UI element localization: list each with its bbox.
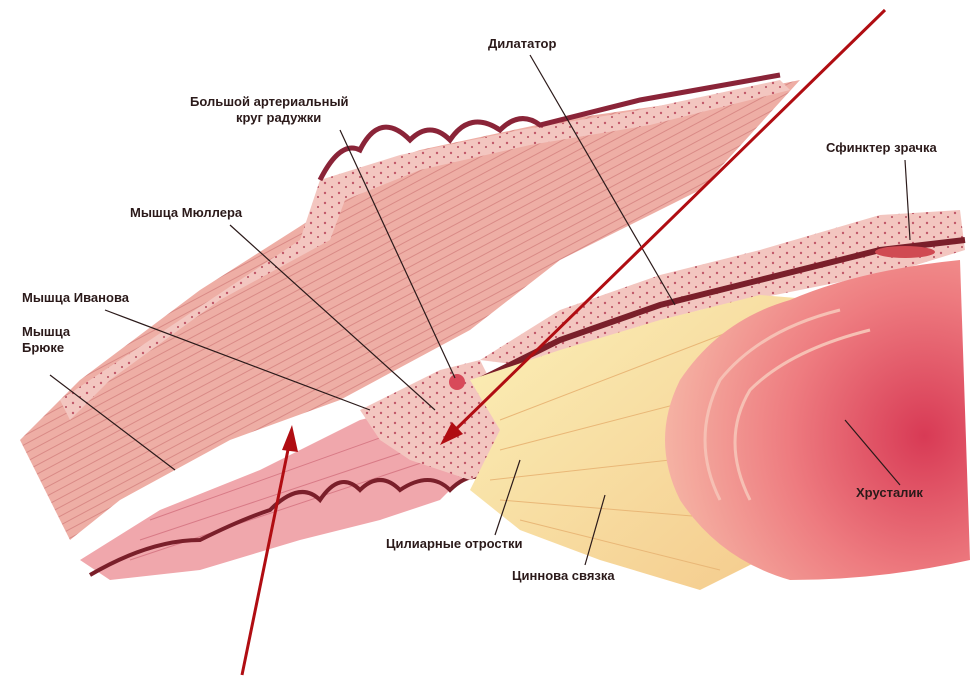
label-zinn: Циннова связка: [512, 568, 615, 583]
label-ciliary: Цилиарные отростки: [386, 536, 523, 551]
label-dilatator: Дилататор: [488, 36, 556, 51]
label-sphincter: Сфинктер зрачка: [826, 140, 937, 155]
label-muller: Мышца Мюллера: [130, 205, 243, 220]
label-artery-line1: Большой артериальный: [190, 94, 349, 109]
label-brucke-line1: Мышца: [22, 324, 71, 339]
arterial-circle-dot: [449, 374, 465, 390]
sphincter-muscle: [875, 246, 935, 258]
label-lens: Хрусталик: [856, 485, 923, 500]
arrow-lower-head: [282, 425, 298, 452]
label-brucke-line2: Брюке: [22, 340, 64, 355]
label-artery-line2: круг радужки: [236, 110, 321, 125]
label-ivanov: Мышца Иванова: [22, 290, 130, 305]
